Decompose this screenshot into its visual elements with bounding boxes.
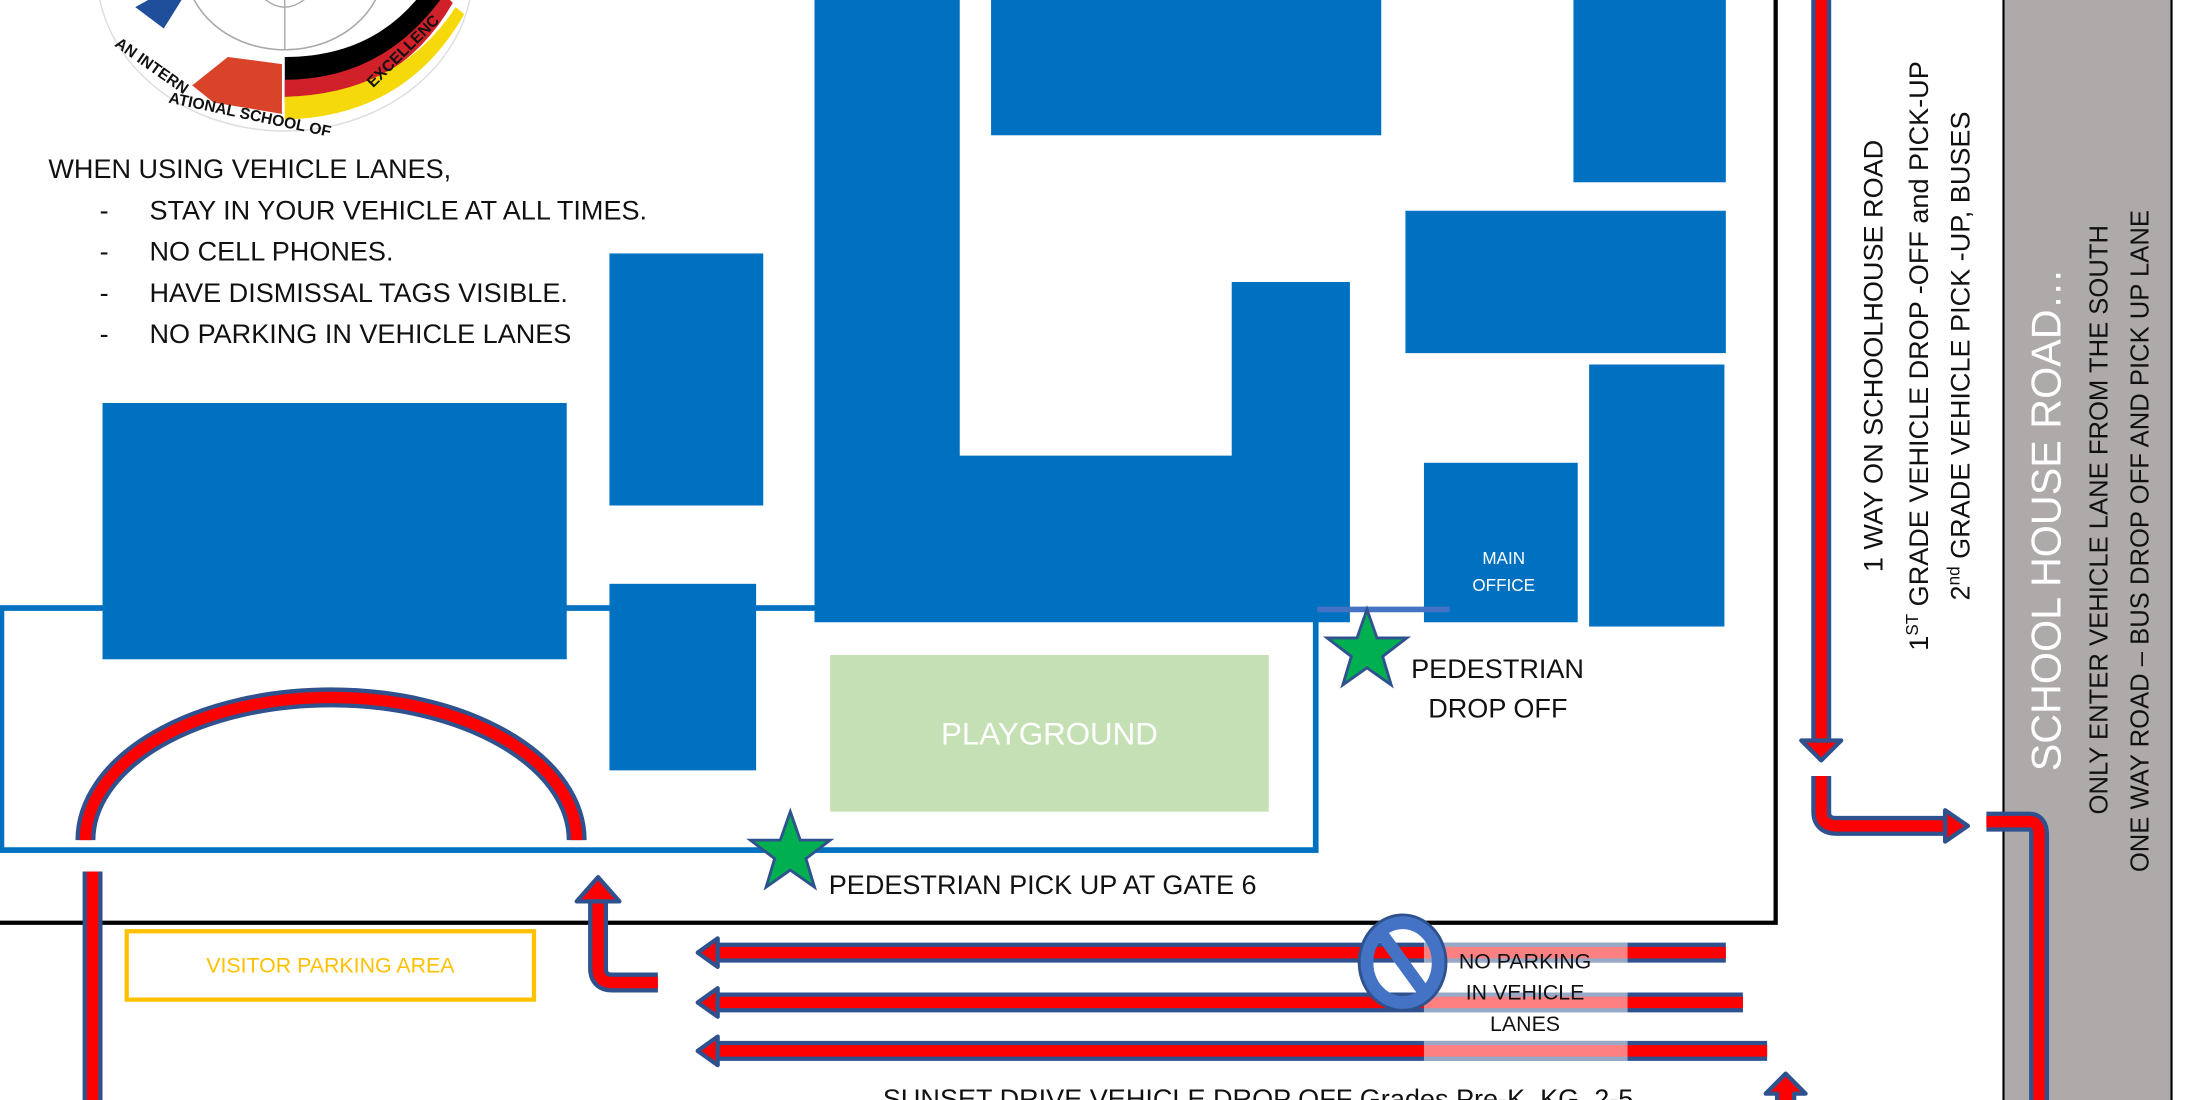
pedestrian-drop-off-label: PEDESTRIAN (1411, 654, 1584, 684)
sunset-drive-label: SUNSET DRIVE VEHICLE DROP OFF Grades Pre… (883, 1084, 1634, 1100)
building (991, 0, 1382, 136)
arrowhead-up (1763, 1071, 1808, 1100)
one-way-label: 1 WAY ON SCHOOLHOUSE ROAD (1858, 140, 1888, 572)
svg-text:-: - (100, 195, 109, 225)
grade-1-label: 1ST GRADE VEHICLE DROP -OFF and PICK-UP (1903, 61, 1934, 650)
building (1405, 210, 1726, 354)
playground (830, 655, 1269, 812)
no-parking-label: IN VEHICLE (1466, 981, 1585, 1005)
visitor-parking-area (124, 929, 537, 1002)
rule-item: NO CELL PHONES. (150, 237, 394, 267)
svg-text:-: - (100, 278, 109, 308)
building (609, 583, 757, 771)
arrowhead-right (1942, 808, 1971, 844)
arrowhead-left (695, 986, 720, 1019)
pedestrian-pick-up-label: PEDESTRIAN PICK UP AT GATE 6 (829, 870, 1257, 900)
vehicle-lane-rules: WHEN USING VEHICLE LANES, - STAY IN YOUR… (48, 154, 647, 349)
no-parking-label: NO PARKING (1459, 949, 1591, 973)
grade-2-label: 2nd GRADE VEHICLE PICK -UP, BUSES (1944, 111, 1975, 600)
pedestrian-pick-up-star-icon (746, 807, 835, 891)
road-note: ONLY ENTER VEHICLE LANE FROM THE SOUTH (2085, 225, 2113, 815)
arrowhead-up (574, 875, 622, 904)
main-building (814, 0, 1350, 623)
pedestrian-drop-off-label: DROP OFF (1428, 694, 1567, 724)
building (1589, 364, 1725, 627)
no-parking-icon (1357, 913, 1448, 1012)
rule-item: NO PARKING IN VEHICLE LANES (150, 319, 572, 349)
visitor-parking-label: VISITOR PARKING AREA (206, 954, 455, 978)
no-parking-zone (1423, 942, 1628, 1061)
playground-label: PLAYGROUND (941, 717, 1158, 752)
building (609, 253, 764, 506)
school-logo: AN INTERN ATIONAL SCHOOL OF EXCELLENC (99, 0, 471, 141)
road-note: ONE WAY ROAD – BUS DROP OFF AND PICK UP … (2127, 210, 2155, 872)
building (1573, 0, 1726, 183)
main-office-label: OFFICE (1472, 576, 1535, 595)
buildings (102, 0, 1726, 771)
svg-text:-: - (100, 237, 109, 267)
arrowhead-down (1799, 738, 1844, 763)
rule-item: STAY IN YOUR VEHICLE AT ALL TIMES. (150, 195, 648, 225)
main-office-label: MAIN (1482, 549, 1525, 568)
rules-heading: WHEN USING VEHICLE LANES, (48, 154, 451, 184)
arrowhead-left (695, 1034, 720, 1068)
road-name-label: SCHOOL HOUSE ROAD… (2023, 268, 2069, 771)
pedestrian-drop-off-star-icon (1322, 605, 1412, 689)
no-parking-label: LANES (1490, 1012, 1560, 1036)
rule-item: HAVE DISMISSAL TAGS VISIBLE. (150, 278, 568, 308)
arrowhead-left (695, 936, 720, 969)
main-office-building (1423, 462, 1578, 623)
svg-text:-: - (100, 319, 109, 349)
building (102, 402, 567, 660)
